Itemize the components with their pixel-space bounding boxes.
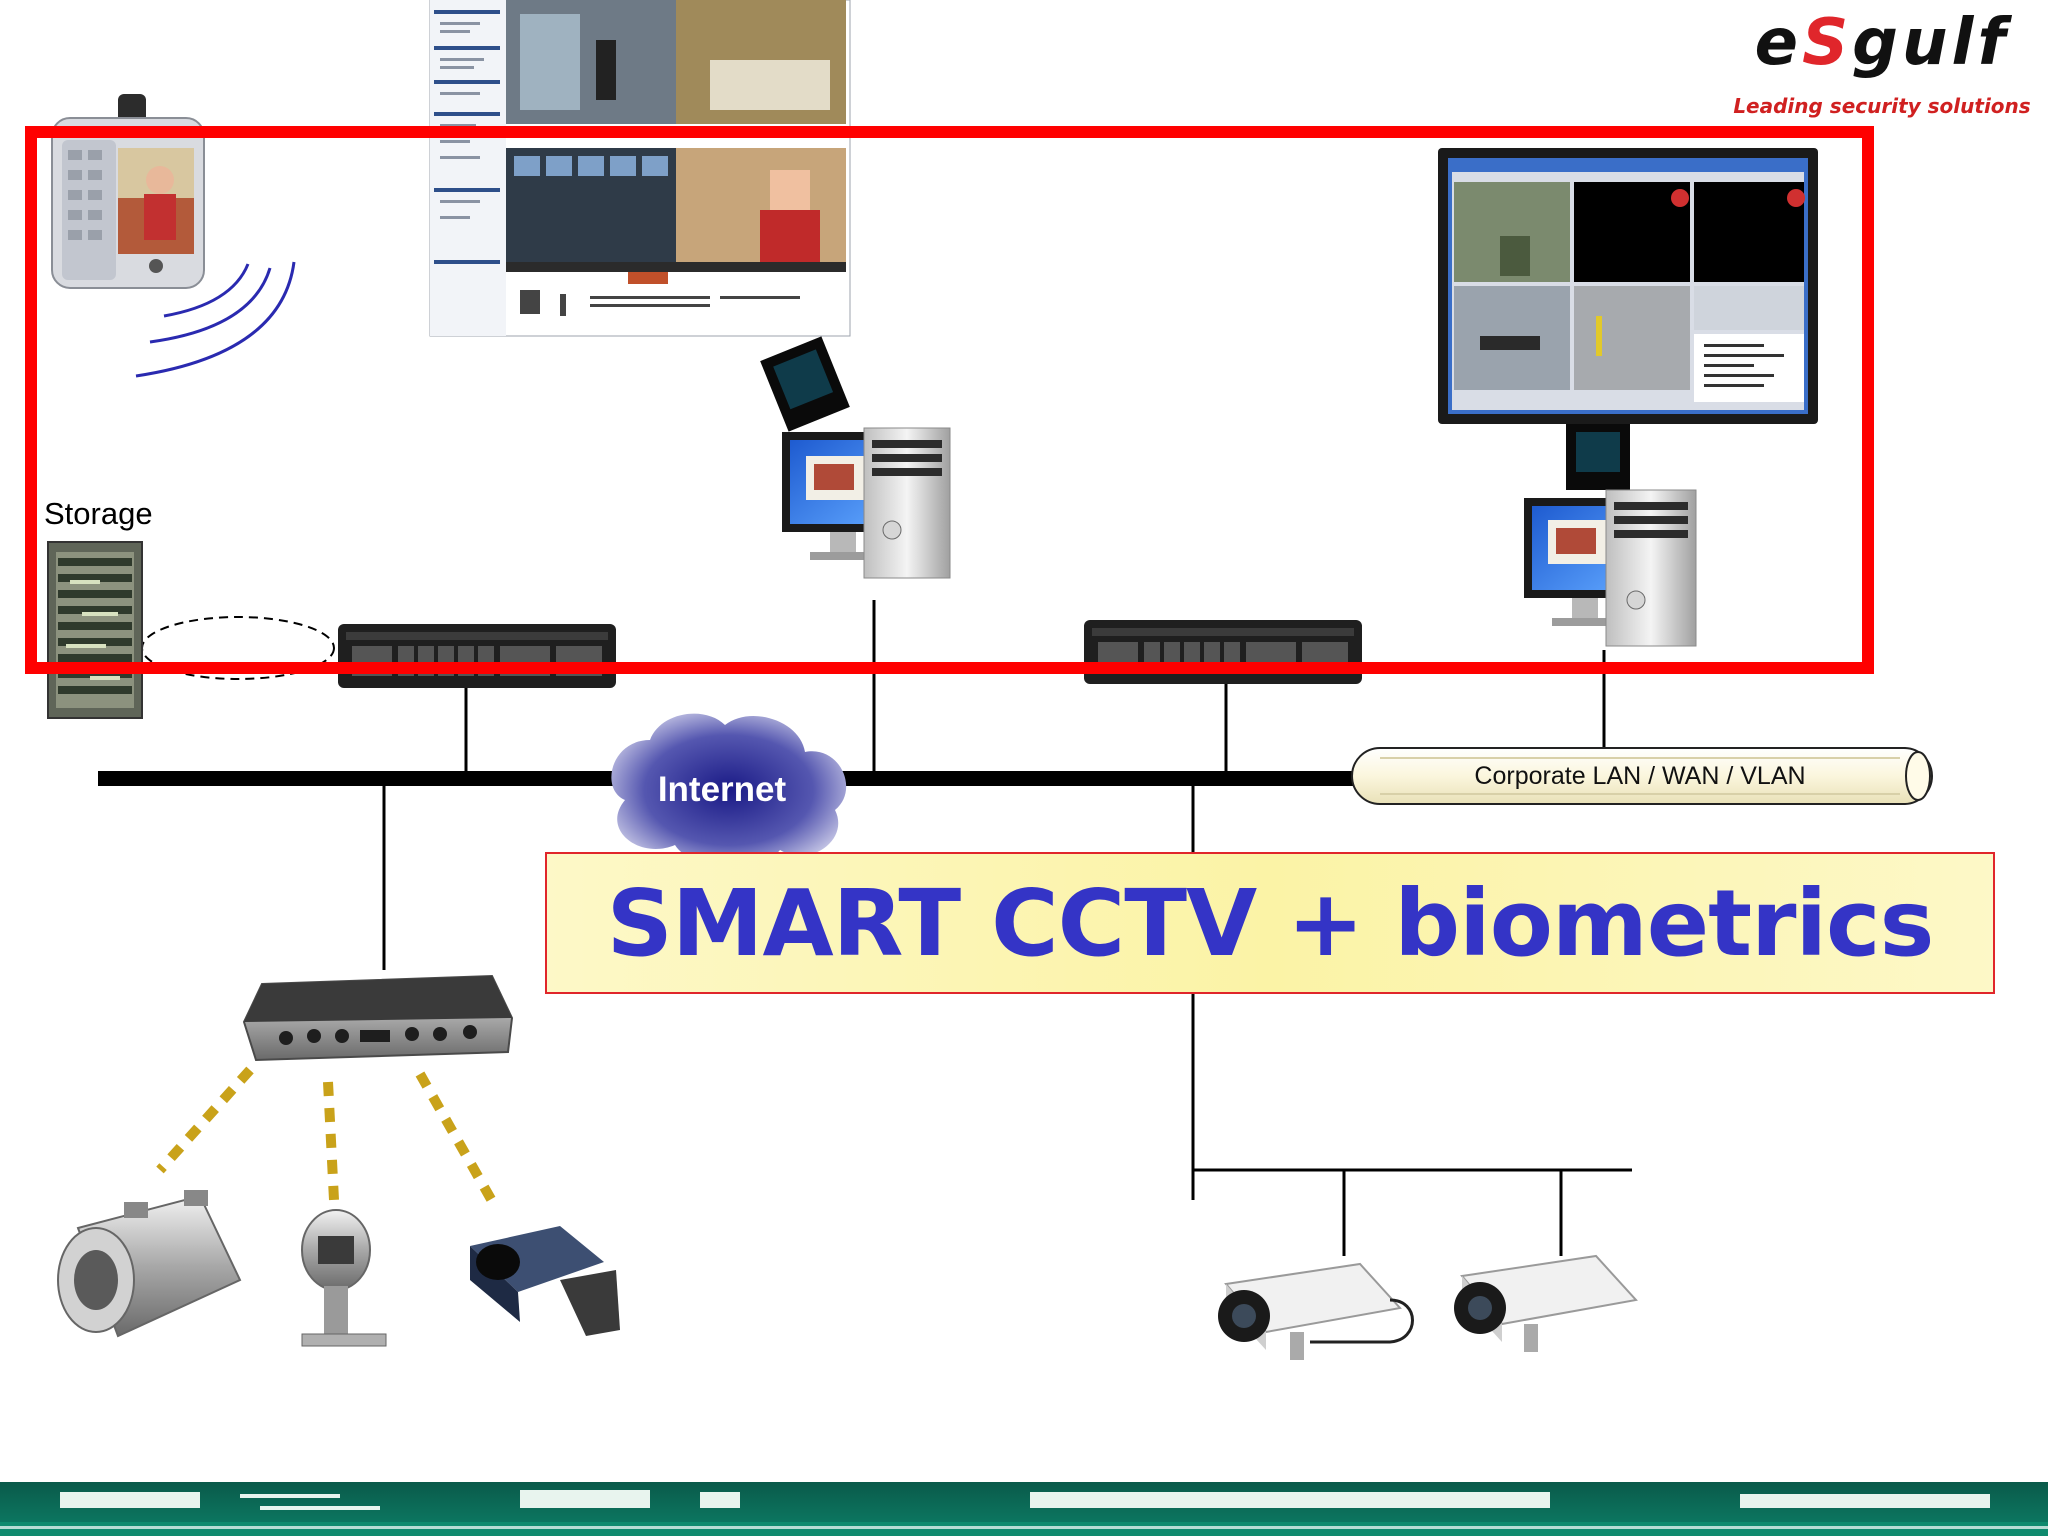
network-video-recorder-icon [1084,620,1362,684]
ip-camera-icon [1218,1262,1414,1360]
workstation-pc-icon [760,336,951,579]
logo-highlight: S [1802,6,1853,80]
connector-lines [382,600,1632,1256]
box-camera-icon [470,1226,620,1336]
company-logo: eSgulf [1722,6,2042,80]
housing-camera-icon [57,1190,242,1338]
cloud-icon [611,713,847,867]
wireless-signal-icon [135,261,296,378]
storage-rack-icon [47,541,143,719]
dome-camera-icon [301,1209,387,1347]
logo-tagline: Leading security solutions [1733,94,2031,118]
logo-prefix: e [1754,6,1803,80]
network-video-recorder-icon [338,624,616,688]
circuit-footer [0,1482,2048,1536]
analog-camera-links [156,1066,501,1211]
video-encoder-icon [242,974,514,1062]
surveillance-software-screenshot [429,0,851,337]
monitoring-screen-icon [1438,148,1818,647]
title-box: SMART CCTV + biometrics [545,852,1995,994]
ip-camera-icon [1454,1254,1638,1352]
lan-pipe-icon [1351,747,1933,805]
logo-suffix: gulf [1852,6,2010,80]
page-title: SMART CCTV + biometrics [606,869,1935,977]
internet-label: Internet [657,770,787,809]
storage-label: Storage [44,496,153,531]
highlight-box [25,126,1874,674]
network-label: Corporate LAN / WAN / VLAN [1474,762,1806,790]
pda-phone-icon [51,94,205,289]
